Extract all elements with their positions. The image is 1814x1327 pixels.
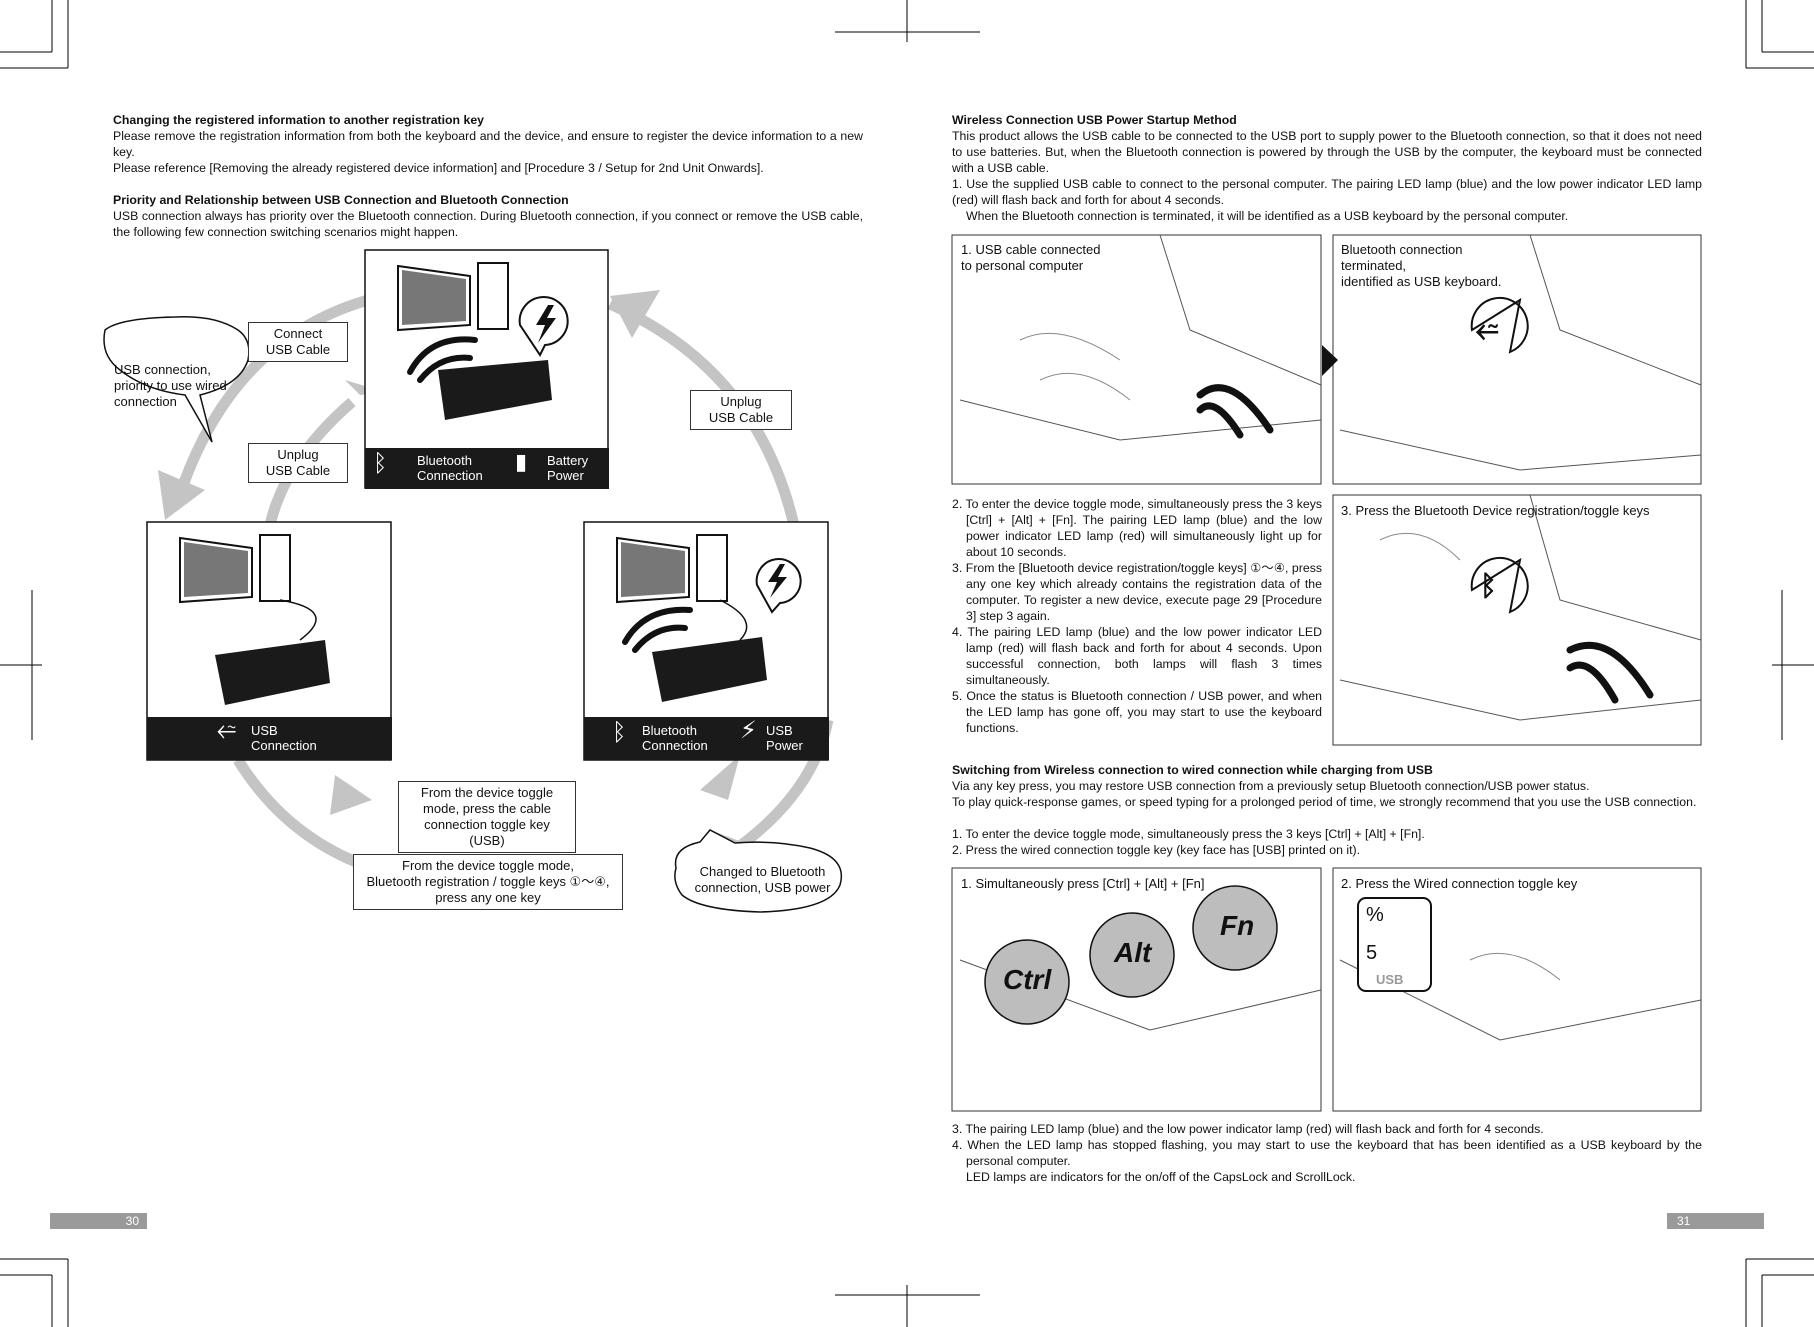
panel-caption: Bluetooth connection terminated, identif… xyxy=(1341,242,1502,289)
ctrl-key-label: Ctrl xyxy=(1003,964,1052,995)
bubble-changed-bluetooth: Changed to Bluetooth connection, USB pow… xyxy=(694,864,831,895)
bluetooth-icon: ᛒ xyxy=(612,719,627,746)
paragraph: This product allows the USB cable to be … xyxy=(952,129,1702,175)
status-bar-right: ᛒ Bluetooth Connection ⚡ USB Power xyxy=(584,717,829,760)
paragraph: Please remove the registration informati… xyxy=(113,129,863,159)
keycap-symbol: % xyxy=(1366,904,1384,926)
status-bar-top: ᛒ Bluetooth Connection ▮ Battery Power xyxy=(365,448,609,489)
panel-caption: 3. Press the Bluetooth Device registrati… xyxy=(1341,503,1650,518)
label-text: From the device toggle mode, Bluetooth r… xyxy=(366,858,610,905)
page-number: 30 xyxy=(50,1213,147,1229)
step-item: 3. From the [Bluetooth device registrati… xyxy=(952,561,1322,623)
connect-usb-label: Connect USB Cable xyxy=(248,322,348,362)
status-text: Bluetooth Connection xyxy=(642,723,708,753)
bluetooth-icon: ᛒ xyxy=(373,450,388,477)
toggle-cable-key-label: From the device toggle mode, press the c… xyxy=(398,781,576,853)
status-text: USB Power xyxy=(766,723,803,753)
status-text: Battery Power xyxy=(547,453,589,483)
panel-caption: 1. USB cable connected to personal compu… xyxy=(961,242,1101,273)
step-text: 4. When the LED lamp has stopped flashin… xyxy=(952,1138,1702,1168)
unplug-usb-label: Unplug USB Cable xyxy=(248,443,348,483)
step-item: 4. The pairing LED lamp (blue) and the l… xyxy=(952,625,1322,687)
step-text: 1. Use the supplied USB cable to connect… xyxy=(952,177,1702,207)
page-number: 31 xyxy=(1667,1213,1764,1229)
label-text: Unplug USB Cable xyxy=(265,447,331,478)
paragraph: Please reference [Removing the already r… xyxy=(113,161,764,175)
unplug-usb-label: Unplug USB Cable xyxy=(690,390,792,430)
paragraph: To play quick-response games, or speed t… xyxy=(952,795,1697,809)
step-item: 2. To enter the device toggle mode, simu… xyxy=(952,497,1322,559)
paragraph: Via any key press, you may restore USB c… xyxy=(952,779,1590,793)
step-text: LED lamps are indicators for the on/off … xyxy=(966,1170,1356,1184)
status-text: Bluetooth Connection xyxy=(417,453,483,483)
section-heading: Switching from Wireless connection to wi… xyxy=(952,763,1433,777)
alt-key-label: Alt xyxy=(1114,937,1152,968)
panel-caption: 2. Press the Wired connection toggle key xyxy=(1341,876,1578,891)
battery-icon: ▮ xyxy=(515,449,528,474)
label-text: Connect USB Cable xyxy=(265,326,331,357)
step-text: 2. Press the wired connection toggle key… xyxy=(952,843,1361,857)
bluetooth-icon: ᛒ xyxy=(1480,570,1497,601)
step-text: 1. To enter the device toggle mode, simu… xyxy=(952,827,1425,841)
label-text: From the device toggle mode, press the c… xyxy=(420,785,554,848)
keycap-usb: USB xyxy=(1376,972,1404,987)
steps-list: 2. To enter the device toggle mode, simu… xyxy=(952,496,1322,736)
toggle-bt-keys-label: From the device toggle mode, Bluetooth r… xyxy=(353,854,623,910)
step-text: 3. The pairing LED lamp (blue) and the l… xyxy=(952,1122,1544,1136)
paragraph: USB connection always has priority over … xyxy=(113,209,863,239)
fn-key-label: Fn xyxy=(1220,910,1255,941)
bubble-usb-priority: USB connection, priority to use wired co… xyxy=(114,362,227,409)
usb-icon: ⭉ xyxy=(1476,314,1499,345)
label-text: Unplug USB Cable xyxy=(708,394,774,425)
status-bar-left: ⭉ USB Connection xyxy=(147,717,392,760)
section-heading: Wireless Connection USB Power Startup Me… xyxy=(952,113,1237,127)
section-heading: Priority and Relationship between USB Co… xyxy=(113,193,569,207)
lightning-icon: ⚡ xyxy=(740,717,757,744)
section-heading: Changing the registered information to a… xyxy=(113,113,485,127)
usb-icon: ⭉ xyxy=(217,717,237,744)
status-text: USB Connection xyxy=(251,723,317,753)
panel-caption: 1. Simultaneously press [Ctrl] + [Alt] +… xyxy=(961,876,1205,891)
keycap-number: 5 xyxy=(1366,942,1378,964)
step-text: When the Bluetooth connection is termina… xyxy=(966,209,1569,223)
step-item: 5. Once the status is Bluetooth connecti… xyxy=(952,689,1322,735)
